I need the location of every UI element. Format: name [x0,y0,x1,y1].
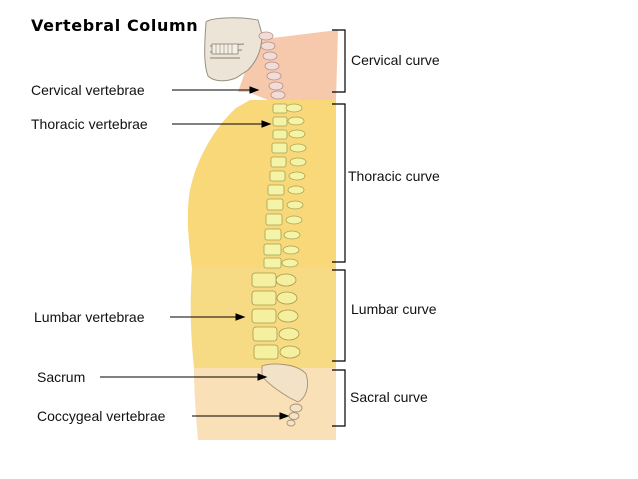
lumbar-curve-bracket [332,269,346,362]
thoracic-vertebrae-bones [263,103,307,269]
pointer-lines [100,86,290,420]
label-thoracic-curve: Thoracic curve [348,168,440,184]
sacral-curve-bracket [332,369,346,427]
vertebrae-stack [251,31,309,427]
label-sacrum: Sacrum [37,369,86,385]
label-sacral-curve: Sacral curve [350,389,428,405]
thoracic-region [187,100,336,268]
cervical-curve-bracket [332,29,346,93]
label-lumbar-vertebrae: Lumbar vertebrae [34,309,145,325]
label-coccygeal-vertebrae: Coccygeal vertebrae [37,408,166,424]
lumbar-vertebrae-bones [251,272,301,360]
thoracic-curve-bracket [332,103,346,263]
diagram-title: Vertebral Column [31,16,199,35]
skull-icon [204,17,263,82]
label-cervical-curve: Cervical curve [351,52,440,68]
curve-brackets [332,29,346,427]
cervical-vertebrae-bones [258,31,286,100]
label-thoracic-vertebrae: Thoracic vertebrae [31,116,148,132]
coccygeal-vertebrae-bones [286,403,303,427]
label-cervical-vertebrae: Cervical vertebrae [31,82,145,98]
label-lumbar-curve: Lumbar curve [351,301,437,317]
sacrum-bone [261,363,309,403]
